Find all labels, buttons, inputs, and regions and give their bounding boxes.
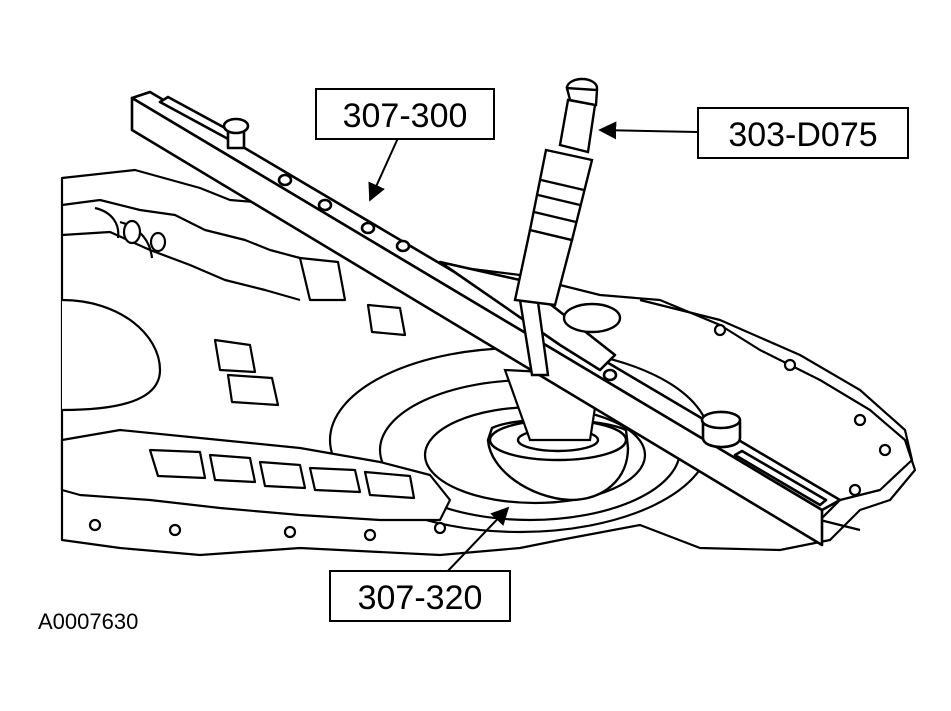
- leader-307-320: [444, 506, 510, 575]
- case-bolt-5: [433, 521, 447, 535]
- flange-bolt-4: [878, 443, 892, 457]
- leader-303-D075: [598, 121, 698, 140]
- callout-box-307-320: 307-320: [329, 570, 511, 622]
- callout-box-307-300: 307-300: [315, 88, 495, 140]
- beam-hole-1: [277, 173, 293, 187]
- beam-knob-left: [222, 117, 250, 135]
- case-bolt-2: [168, 523, 182, 537]
- gauge-cap-body: [565, 86, 599, 107]
- beam-slot-right: [733, 449, 828, 507]
- callout-label-307-320: 307-320: [358, 579, 483, 617]
- callout-frame-307-300: [315, 88, 495, 140]
- gauge-base: [562, 302, 622, 334]
- case-boss-1: [122, 219, 142, 245]
- beam-hole-5: [602, 368, 618, 382]
- case-rib-2: [61, 230, 301, 302]
- callout-box-303-D075: 303-D075: [697, 107, 909, 159]
- channel-cell-1: [148, 448, 207, 480]
- case-bolt-4: [363, 528, 377, 542]
- beam-front-face: [130, 96, 824, 547]
- depth-gauge-303-D075: [513, 77, 622, 377]
- gauge-thimble-line-1: [533, 210, 577, 224]
- case-boss-2: [149, 231, 167, 253]
- beam-hole-4: [395, 239, 411, 253]
- channel-cell-3: [258, 460, 307, 490]
- leader-307-300: [368, 137, 399, 202]
- beam-hole-3: [360, 221, 376, 235]
- gauge-thimble-line-3: [540, 178, 585, 192]
- case-bolt-1: [88, 518, 102, 532]
- gauge-ratchet: [558, 98, 597, 154]
- gauge-thimble-line-2: [537, 193, 581, 207]
- callout-label-303-D075: 303-D075: [728, 116, 877, 154]
- case-block-3: [226, 373, 280, 407]
- case-rib-upper: [61, 198, 301, 260]
- channel-cell-5: [363, 470, 416, 500]
- callout-leaders: [368, 121, 698, 575]
- channel-cell-4: [308, 466, 362, 494]
- case-block-4: [366, 303, 407, 337]
- callout-frame-303-D075: [697, 107, 909, 159]
- flange-bolt-5: [848, 483, 862, 497]
- beam-knob-right-top: [700, 410, 742, 430]
- channel-cell-2: [208, 453, 257, 484]
- case-bolt-3: [283, 525, 297, 539]
- case-block-2: [213, 338, 257, 374]
- gauge-thimble: [528, 148, 594, 242]
- flange-bolt-2: [783, 358, 797, 372]
- flange-bolt-1: [713, 323, 727, 337]
- case-rib-3: [94, 206, 154, 259]
- right-flange: [639, 298, 914, 532]
- beam-hole-2: [317, 198, 333, 212]
- callout-frame-307-320: [329, 570, 511, 622]
- callout-label-307-300: 307-300: [343, 97, 468, 135]
- left-bore: [61, 298, 162, 412]
- flange-bolt-3: [853, 413, 867, 427]
- figure-id-label: A0007630: [38, 609, 138, 634]
- case-block-1: [298, 256, 347, 302]
